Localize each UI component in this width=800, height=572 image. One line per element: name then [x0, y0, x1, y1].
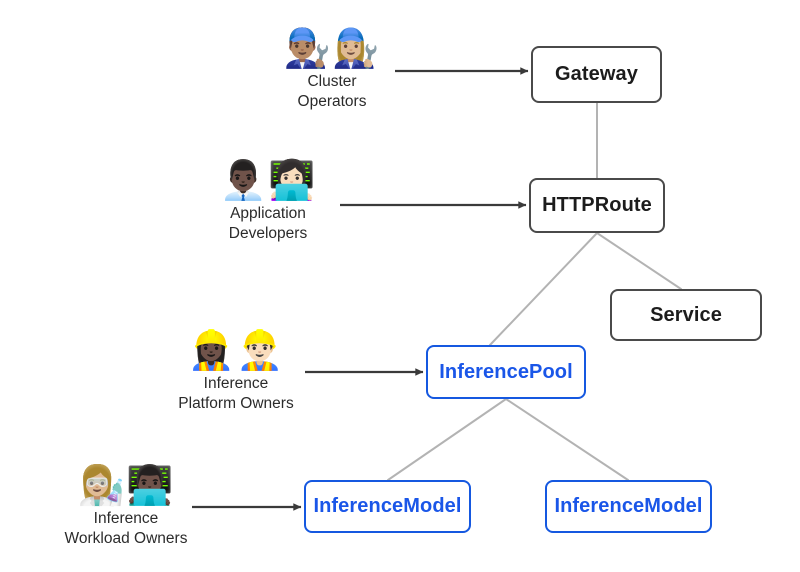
woman-construction-worker-icon-and-man-construction-worker-icon: 👷🏿‍♀️👷🏻‍♂️	[187, 328, 285, 372]
node-gateway[interactable]: Gateway	[531, 46, 662, 103]
persona-label-line: Inference	[93, 510, 159, 528]
persona-arrows	[192, 67, 529, 511]
persona-label-line: Workload Owners	[64, 530, 188, 548]
connector-httproute-to-service	[596, 232, 682, 290]
persona-label-line: Operators	[297, 93, 367, 111]
connector-pool-to-model-left	[387, 398, 507, 481]
man-mechanic-icon-and-woman-mechanic-icon: 👨🏽‍🔧👩🏼‍🔧	[283, 26, 381, 70]
connector-pool-to-model-right	[505, 398, 629, 481]
node-inferencepool[interactable]: InferencePool	[426, 345, 586, 399]
woman-scientist-icon-and-man-technologist-icon: 👩🏼‍🔬👨🏿‍💻	[77, 463, 175, 507]
node-service[interactable]: Service	[610, 289, 762, 341]
man-office-worker-icon-and-woman-technologist-icon: 👨🏿‍💼👩🏻‍💻	[219, 158, 317, 202]
persona-label-line: Cluster	[307, 73, 357, 91]
node-httproute[interactable]: HTTPRoute	[529, 178, 665, 233]
persona-label-line: Inference	[203, 375, 269, 393]
connector-httproute-to-pool	[489, 232, 598, 346]
persona-label-line: Application	[230, 205, 306, 223]
persona-label-line: Platform Owners	[178, 395, 294, 413]
persona-label-line: Developers	[228, 225, 308, 243]
node-inferencemodel-left[interactable]: InferenceModel	[304, 480, 471, 533]
node-inferencemodel-right[interactable]: InferenceModel	[545, 480, 712, 533]
